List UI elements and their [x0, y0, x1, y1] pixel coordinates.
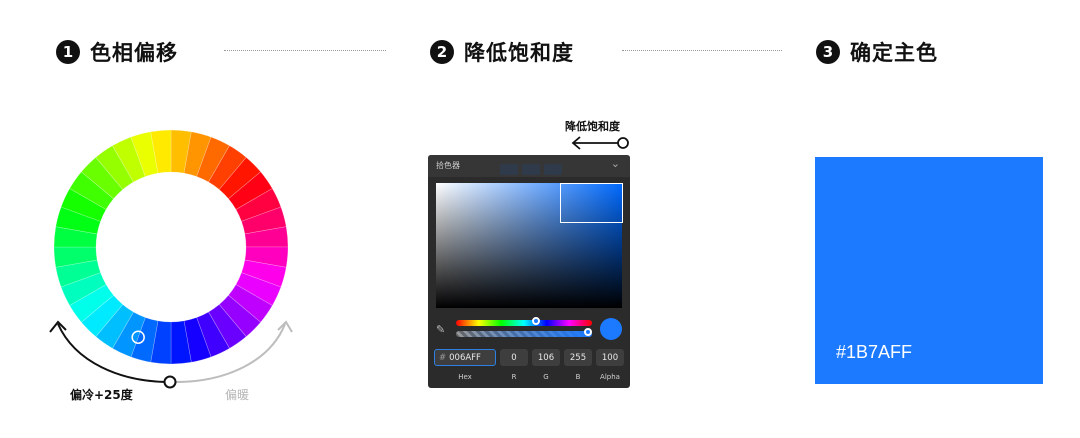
final-color-swatch: #1B7AFF	[815, 157, 1043, 384]
hue-wheel-segment	[218, 294, 262, 338]
hue-wheel-segment	[228, 284, 273, 323]
selected-hue-marker	[131, 330, 145, 344]
b-label: B	[575, 373, 581, 381]
cool-shift-arrow	[57, 323, 171, 383]
hue-wheel-segment	[60, 188, 107, 222]
hue-slider[interactable]	[456, 317, 592, 326]
step-3-label: 确定主色	[850, 41, 938, 65]
step-1-header: 1 色相偏移	[56, 38, 178, 66]
hue-shift-arrows	[49, 320, 293, 389]
hue-wheel-segment	[196, 311, 230, 358]
step-2-header: 2 降低饱和度	[430, 38, 574, 66]
picker-field-labels: Hex R G B Alpha	[434, 373, 626, 383]
step-3-number: 3	[816, 40, 840, 64]
alpha-input[interactable]: 100	[596, 349, 624, 366]
hue-wheel-segment	[55, 206, 101, 235]
hex-prefix: #	[439, 352, 447, 363]
hex-value: 006AFF	[449, 352, 481, 363]
picker-titlebar: 拾色器 ⌄	[428, 155, 630, 177]
hex-label: Hex	[458, 373, 472, 381]
warm-arrow-head	[277, 320, 293, 333]
picker-mode-tabs[interactable]	[500, 160, 590, 175]
cool-caption: 偏冷+25度	[70, 388, 133, 402]
hue-wheel	[53, 129, 289, 365]
hue-wheel-segment	[218, 156, 262, 200]
hue-wheel-segment	[150, 129, 172, 174]
hue-slider-knob[interactable]	[532, 317, 540, 325]
r-input[interactable]: 0	[500, 349, 528, 366]
r-label: R	[511, 373, 517, 381]
cool-arrow-head	[49, 320, 67, 333]
hue-origin-marker	[163, 375, 177, 389]
hue-wheel-segment	[130, 131, 159, 177]
color-picker-panel: 拾色器 ⌄ ✎ # 006AFF 0 106 255 100 Hex R G B…	[428, 155, 630, 388]
step-2-number: 2	[430, 40, 454, 64]
chevron-down-icon[interactable]: ⌄	[610, 157, 620, 170]
picker-title: 拾色器	[436, 161, 460, 170]
hue-wheel-segment	[55, 259, 101, 288]
hue-wheel-segment	[130, 317, 159, 363]
hex-input[interactable]: # 006AFF	[434, 349, 496, 366]
hue-wheel-segment	[80, 156, 124, 200]
hue-wheel-segment	[241, 206, 287, 235]
hue-wheel-segment	[95, 145, 134, 190]
desaturate-selection-box	[560, 183, 623, 223]
hue-wheel-segment	[69, 284, 114, 323]
hue-wheel-segment	[95, 304, 134, 349]
warm-caption: 偏暖	[225, 388, 250, 402]
step-divider-2	[622, 50, 782, 51]
g-input[interactable]: 106	[532, 349, 560, 366]
step-1-number: 1	[56, 40, 80, 64]
saturation-value-field[interactable]	[436, 183, 623, 308]
hue-wheel-segment	[183, 317, 212, 363]
eyedropper-icon[interactable]: ✎	[436, 323, 446, 336]
desaturate-caption: 降低饱和度	[565, 120, 620, 133]
step-1-label: 色相偏移	[90, 41, 178, 65]
alpha-slider-knob[interactable]	[584, 328, 592, 336]
picker-value-fields: # 006AFF 0 106 255 100	[434, 349, 626, 369]
b-input[interactable]: 255	[564, 349, 592, 366]
hue-wheel-segment	[80, 294, 124, 338]
desaturate-arrow	[571, 136, 629, 150]
hue-wheel-segment	[112, 311, 146, 358]
step-3-header: 3 确定主色	[816, 38, 938, 66]
step-2-label: 降低饱和度	[464, 41, 574, 65]
g-label: G	[543, 373, 549, 381]
step-divider-1	[224, 50, 386, 51]
alpha-label: Alpha	[600, 373, 620, 381]
current-color-swatch	[600, 318, 622, 340]
hue-wheel-segment	[112, 136, 146, 183]
hue-wheel-segment	[60, 272, 107, 306]
hue-wheel-segment	[208, 145, 247, 190]
final-color-hex: #1B7AFF	[836, 342, 913, 362]
alpha-slider[interactable]	[456, 328, 592, 337]
warm-shift-arrow	[175, 323, 286, 383]
